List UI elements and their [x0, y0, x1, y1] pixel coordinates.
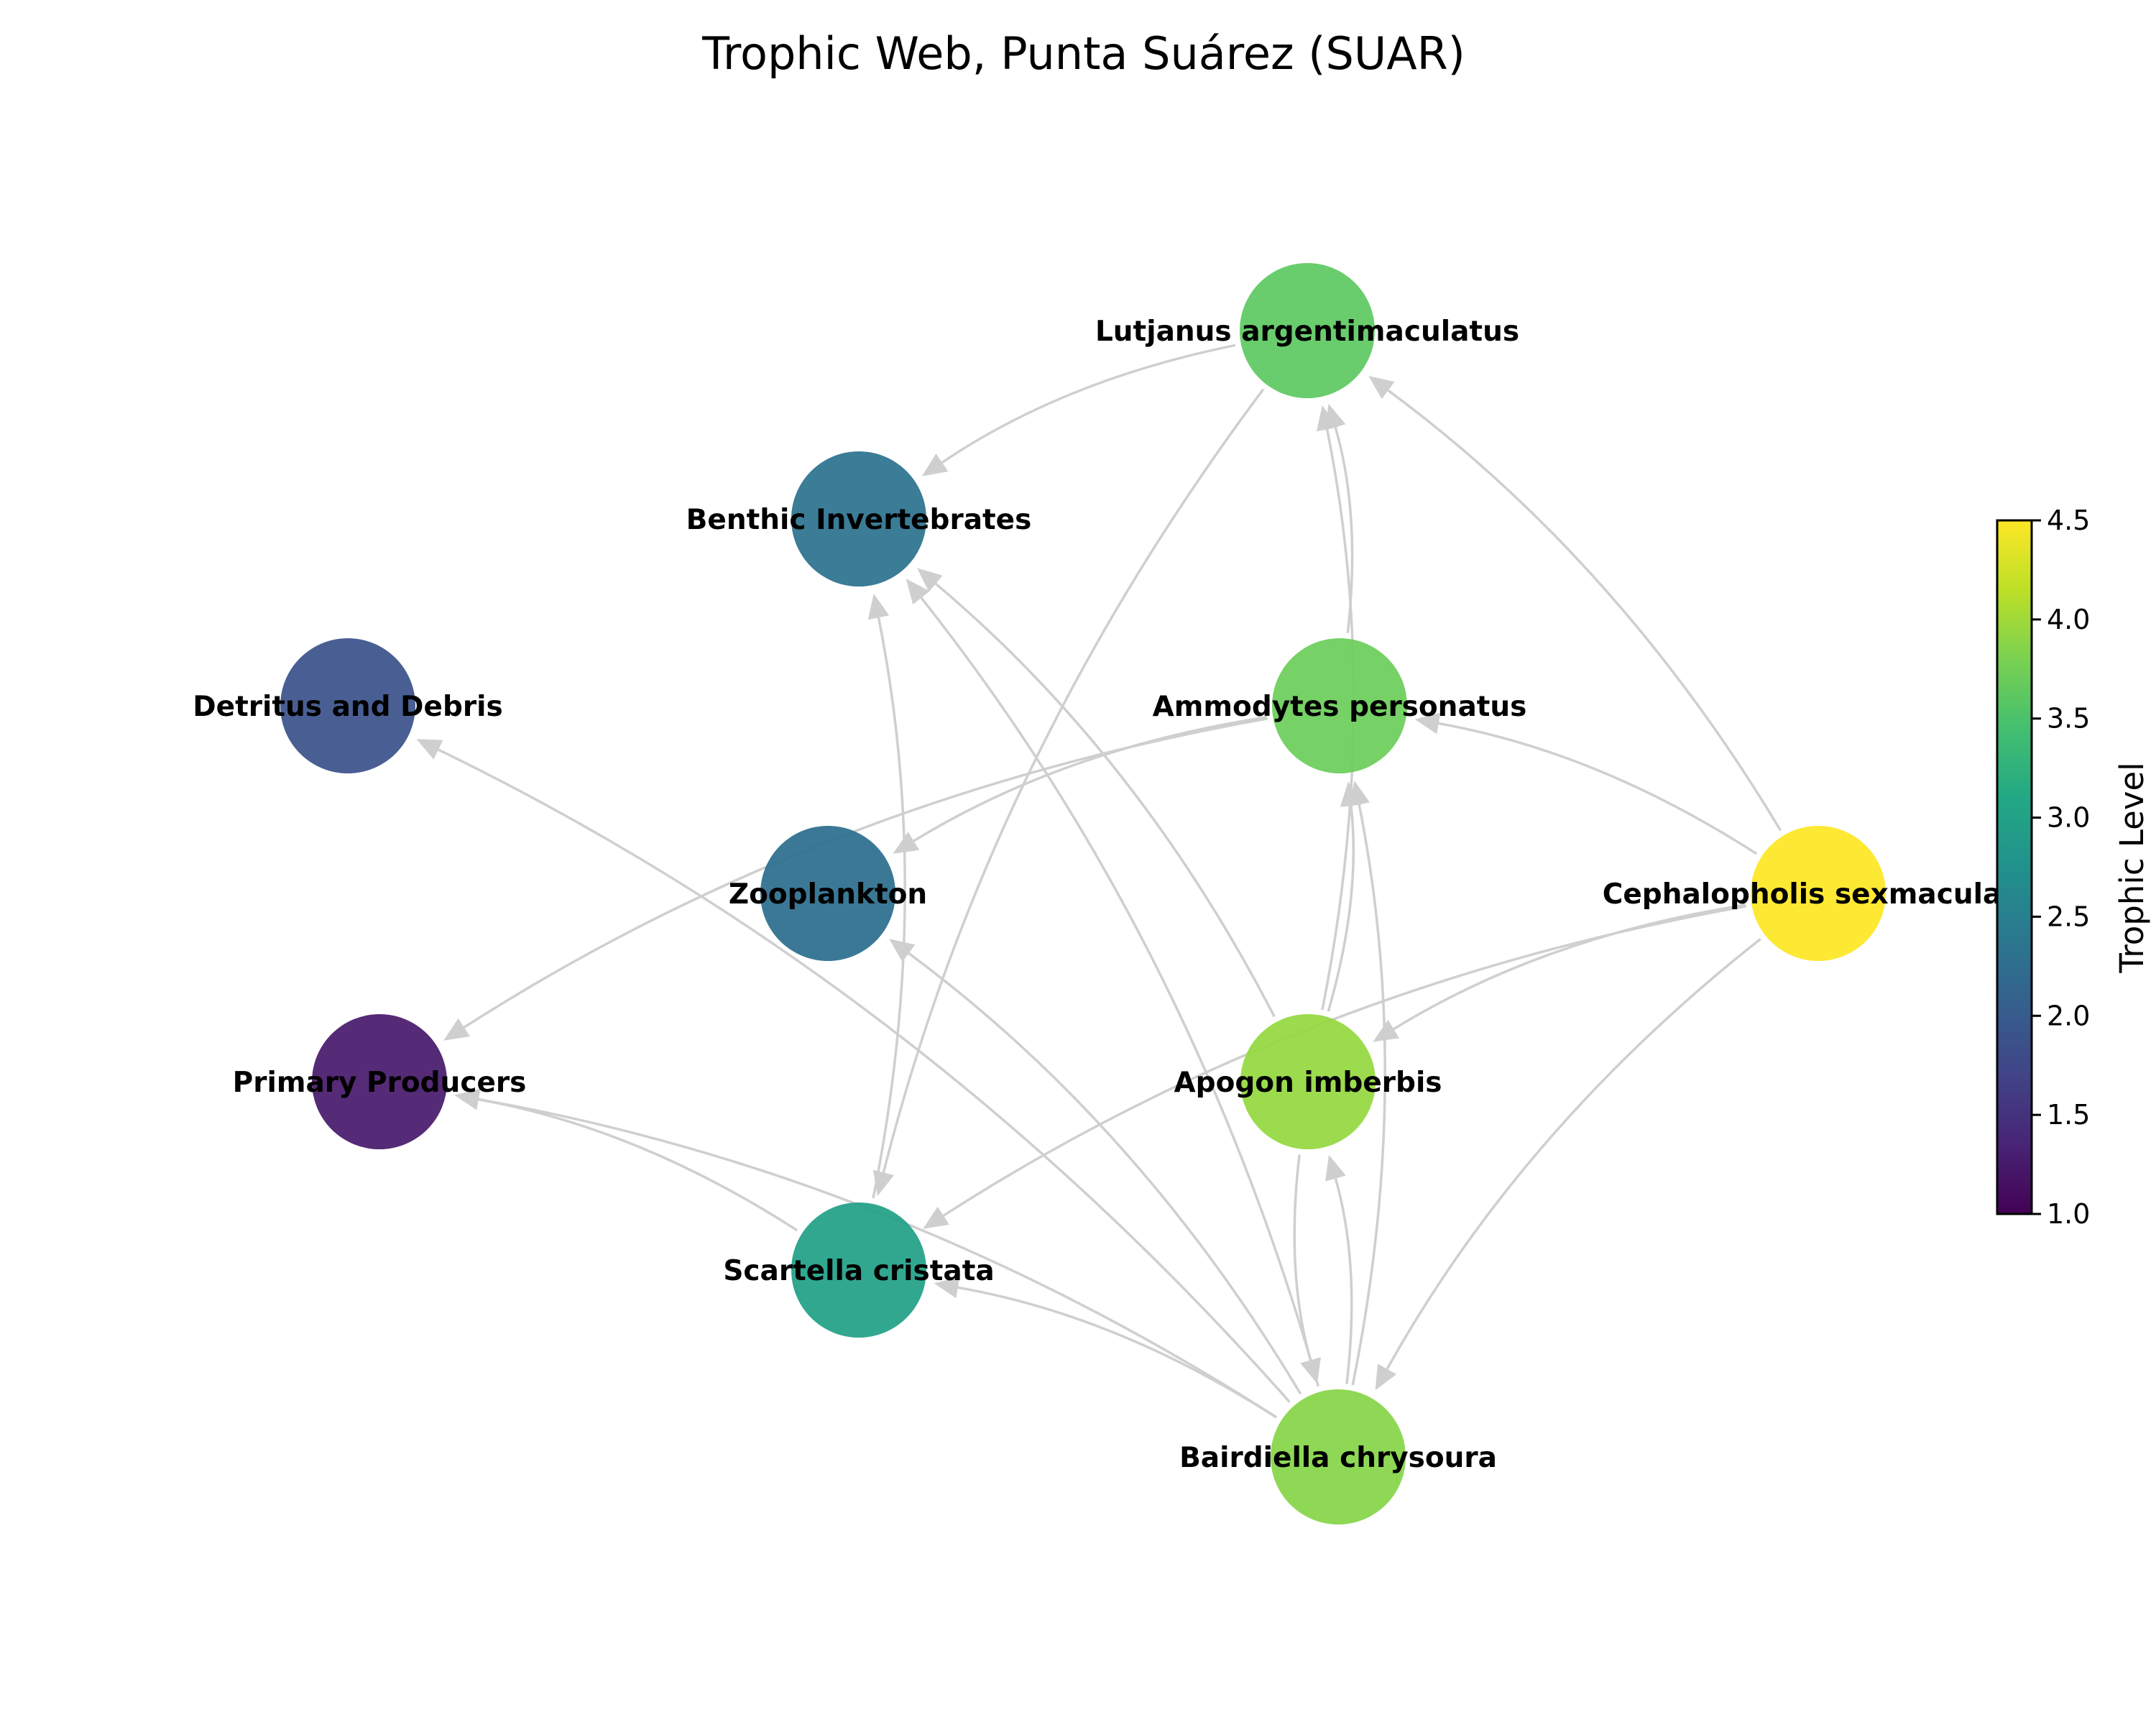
colorbar: 1.0 1.5 2.0 2.5 3.0 3.5 4.0 4.5 Trophic Level	[1996, 505, 2151, 1230]
arrowhead-apogon-to-benthic	[917, 568, 943, 592]
colorbar-label: Trophic Level	[2113, 762, 2151, 973]
arrowhead-cephalopholis-to-ammodytes	[1414, 712, 1441, 735]
edge-cephalopholis-to-bairdiella	[1386, 937, 1761, 1370]
node-scartella[interactable]	[791, 1202, 926, 1338]
colorbar-tick-label-6: 4.0	[2047, 604, 2090, 635]
node-bairdiella[interactable]	[1271, 1389, 1406, 1524]
arrowhead-bairdiella-to-ammodytes	[1348, 781, 1370, 807]
colorbar-tick-label-1: 1.5	[2047, 1099, 2090, 1131]
node-lutjanus[interactable]	[1240, 263, 1375, 398]
node-cephalopholis[interactable]	[1751, 826, 1886, 961]
arrowhead-ammodytes-to-primary	[443, 1018, 470, 1041]
edge-scartella-to-primary	[478, 1098, 798, 1232]
colorbar-tick-label-7: 4.5	[2047, 505, 2090, 536]
arrowhead-bairdiella-to-benthic	[906, 579, 930, 605]
edge-apogon-to-ammodytes	[1327, 805, 1355, 1012]
colorbar-tick-label-0: 1.0	[2047, 1198, 2090, 1230]
edge-scartella-to-benthic	[872, 617, 906, 1199]
arrowhead-bairdiella-to-zooplankton	[889, 939, 916, 962]
colorbar-tick-label-3: 2.5	[2047, 901, 2090, 932]
node-zooplankton[interactable]	[760, 826, 895, 961]
node-primary[interactable]	[312, 1014, 447, 1149]
node-label-primary: Primary Producers	[233, 1067, 527, 1099]
arrowhead-bairdiella-to-scartella	[934, 1276, 960, 1299]
node-label-zooplankton: Zooplankton	[729, 878, 927, 911]
arrowhead-bairdiella-to-detritus	[416, 739, 443, 760]
arrowhead-cephalopholis-to-apogon	[1373, 1019, 1400, 1042]
edge-lutjanus-to-benthic	[941, 344, 1236, 464]
arrowhead-apogon-to-lutjanus	[1316, 405, 1338, 432]
node-label-scartella: Scartella cristata	[723, 1255, 994, 1287]
arrowhead-scartella-to-primary	[454, 1088, 481, 1110]
nodes-layer	[280, 263, 1886, 1524]
arrowhead-scartella-to-benthic	[867, 593, 890, 620]
arrowhead-bairdiella-to-apogon	[1325, 1154, 1346, 1182]
node-benthic[interactable]	[791, 451, 926, 586]
node-apogon[interactable]	[1240, 1014, 1376, 1149]
node-label-ammodytes: Ammodytes personatus	[1153, 691, 1527, 723]
node-label-bairdiella: Bairdiella chrysoura	[1179, 1442, 1497, 1474]
arrowhead-cephalopholis-to-scartella	[923, 1206, 949, 1229]
node-label-apogon: Apogon imberbis	[1174, 1067, 1442, 1099]
node-label-cephalopholis: Cephalopholis sexmaculata	[1603, 878, 2035, 911]
edge-bairdiella-to-zooplankton	[908, 952, 1302, 1395]
edge-cephalopholis-to-ammodytes	[1438, 722, 1758, 855]
edge-bairdiella-to-detritus	[438, 748, 1291, 1403]
colorbar-tick-label-5: 3.5	[2047, 703, 2090, 735]
colorbar-gradient	[1996, 519, 2033, 1215]
node-ammodytes[interactable]	[1272, 638, 1407, 773]
colorbar-tick-label-2: 2.0	[2047, 1000, 2090, 1031]
edge-apogon-to-benthic	[934, 582, 1276, 1018]
node-label-detritus: Detritus and Debris	[193, 691, 502, 723]
arrowhead-ammodytes-to-zooplankton	[893, 832, 920, 854]
edge-ammodytes-to-zooplankton	[913, 715, 1268, 842]
edge-bairdiella-to-benthic	[920, 597, 1319, 1387]
edge-cephalopholis-to-lutjanus	[1387, 389, 1782, 832]
node-label-lutjanus: Lutjanus argentimaculatus	[1095, 316, 1519, 348]
edge-bairdiella-to-ammodytes	[1351, 804, 1386, 1386]
figure-title: Trophic Web, Punta Suárez (SUAR)	[701, 27, 1465, 80]
node-detritus[interactable]	[280, 638, 415, 773]
colorbar-ticks: 1.0 1.5 2.0 2.5 3.0 3.5 4.0 4.5	[2032, 505, 2090, 1230]
arrowhead-cephalopholis-to-lutjanus	[1368, 376, 1395, 400]
arrowhead-lutjanus-to-benthic	[921, 454, 949, 477]
colorbar-tick-label-4: 3.0	[2047, 802, 2090, 834]
edge-bairdiella-to-apogon	[1334, 1178, 1353, 1384]
arrowhead-cephalopholis-to-bairdiella	[1375, 1363, 1397, 1391]
node-label-benthic: Benthic Invertebrates	[686, 504, 1032, 536]
edge-cephalopholis-to-apogon	[1393, 903, 1746, 1031]
